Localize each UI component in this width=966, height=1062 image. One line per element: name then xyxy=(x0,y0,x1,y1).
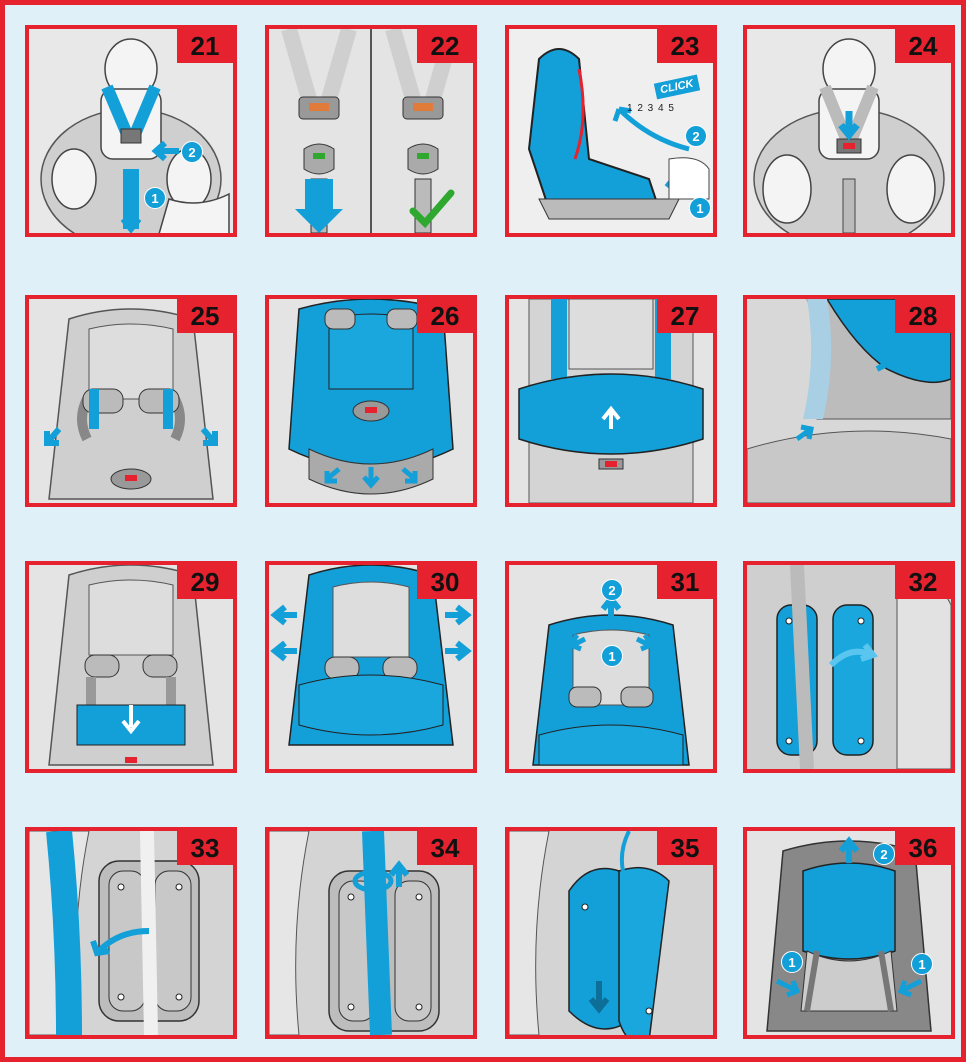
step-number: 27 xyxy=(657,299,713,333)
step-number: 36 xyxy=(895,831,951,865)
step-panel-23: CLICK 1 2 3 4 5 2 1 23 xyxy=(505,25,717,237)
step-number: 23 xyxy=(657,29,713,63)
step-number: 26 xyxy=(417,299,473,333)
step-badge: 1 xyxy=(689,197,711,219)
step-badge: 1 xyxy=(144,187,166,209)
step-panel-35: 35 xyxy=(505,827,717,1039)
step-panel-26: 26 xyxy=(265,295,477,507)
checkmark-icon xyxy=(409,189,455,229)
step-number: 32 xyxy=(895,565,951,599)
step-panel-24: 24 xyxy=(743,25,955,237)
step-panel-30: 30 xyxy=(265,561,477,773)
step-badge: 2 xyxy=(601,579,623,601)
step-panel-34: 34 xyxy=(265,827,477,1039)
step-number: 35 xyxy=(657,831,713,865)
step-panel-33: 33 xyxy=(25,827,237,1039)
step-panel-29: 29 xyxy=(25,561,237,773)
step-panel-31: 2 1 31 xyxy=(505,561,717,773)
step-panel-21: 1 2 21 xyxy=(25,25,237,237)
step-badge: 1 xyxy=(911,953,933,975)
step-panel-36: 2 1 1 36 xyxy=(743,827,955,1039)
step-number: 30 xyxy=(417,565,473,599)
step-panel-32: 32 xyxy=(743,561,955,773)
step-number: 33 xyxy=(177,831,233,865)
step-number: 29 xyxy=(177,565,233,599)
step-number: 31 xyxy=(657,565,713,599)
step-number: 34 xyxy=(417,831,473,865)
step-badge: 1 xyxy=(601,645,623,667)
step-panel-25: 25 xyxy=(25,295,237,507)
step-badge: 2 xyxy=(181,141,203,163)
step-panel-22: 22 xyxy=(265,25,477,237)
step-panel-28: 28 xyxy=(743,295,955,507)
step-number: 21 xyxy=(177,29,233,63)
step-badge: 1 xyxy=(781,951,803,973)
step-number: 28 xyxy=(895,299,951,333)
step-badge: 2 xyxy=(685,125,707,147)
step-number: 22 xyxy=(417,29,473,63)
step-panel-27: 27 xyxy=(505,295,717,507)
step-badge: 2 xyxy=(873,843,895,865)
step-number: 24 xyxy=(895,29,951,63)
recline-positions: 1 2 3 4 5 xyxy=(627,103,675,114)
step-number: 25 xyxy=(177,299,233,333)
